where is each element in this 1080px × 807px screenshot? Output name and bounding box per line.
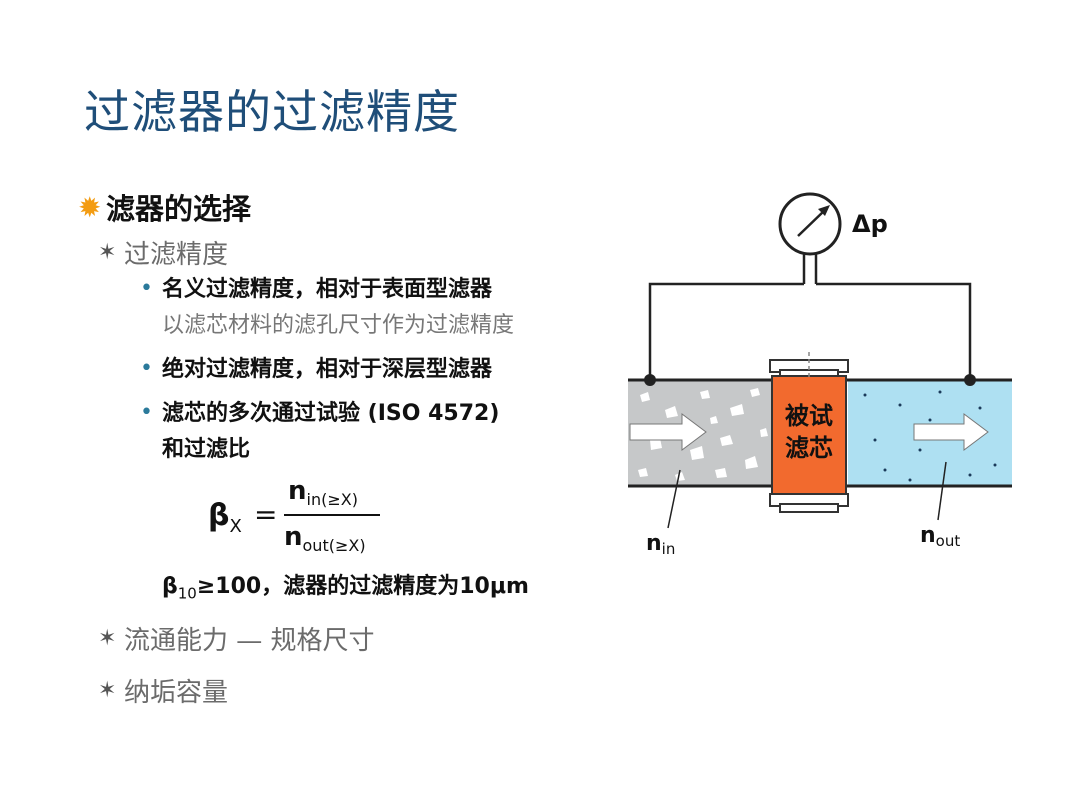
star-icon: ✶ bbox=[98, 678, 117, 703]
item-text: 滤芯的多次通过试验 (ISO 4572) bbox=[162, 401, 500, 426]
list-item-nominal: • 名义过滤精度，相对于表面型滤器 以滤芯材料的滤孔尺寸作为过滤精度 bbox=[140, 272, 514, 344]
dot-icon: • bbox=[140, 276, 153, 301]
bullet-text: 流通能力 — 规格尺寸 bbox=[124, 626, 375, 656]
n-in-label: nin bbox=[646, 531, 675, 558]
bullet-text: 纳垢容量 bbox=[124, 678, 229, 708]
filter-test-diagram: 被试 滤芯 Δp nin nout bbox=[628, 192, 1012, 558]
bullet-filter-selection: ✹ 滤器的选择 bbox=[78, 186, 251, 228]
tap-point-upstream bbox=[644, 374, 656, 386]
item-text: 绝对过滤精度，相对于深层型滤器 bbox=[162, 357, 493, 382]
dot-icon: • bbox=[140, 356, 153, 381]
beta-ratio-formula: βX = nin(≥X) nout(≥X) bbox=[208, 476, 408, 566]
bullet-filtration-accuracy: ✶ 过滤精度 bbox=[98, 234, 228, 271]
bullet-text: 过滤精度 bbox=[124, 240, 229, 270]
flow-arrow-out-icon bbox=[913, 413, 989, 451]
denominator: nout(≥X) bbox=[284, 522, 366, 556]
beta-symbol: βX bbox=[208, 498, 242, 537]
dot-icon: • bbox=[140, 400, 153, 425]
n-out-leader bbox=[937, 461, 947, 521]
star-icon: ✶ bbox=[98, 626, 117, 651]
n-in-leader bbox=[667, 469, 681, 529]
filter-cap-bottom-inner bbox=[779, 503, 839, 513]
gauge-needle-tip bbox=[818, 205, 830, 216]
pressure-line-downstream bbox=[816, 282, 972, 380]
equals-sign: = bbox=[254, 498, 278, 531]
numerator: nin(≥X) bbox=[288, 476, 358, 510]
pressure-line-upstream bbox=[648, 282, 804, 380]
gauge-needle bbox=[797, 209, 826, 237]
tap-point-downstream bbox=[964, 374, 976, 386]
list-item-absolute: • 绝对过滤精度，相对于深层型滤器 bbox=[140, 352, 492, 388]
filter-label-1: 被试 bbox=[785, 402, 833, 430]
bullet-text: 滤器的选择 bbox=[106, 192, 252, 226]
item-subtext: 以滤芯材料的滤孔尺寸作为过滤精度 bbox=[162, 313, 515, 338]
beta-result: β10≥100，滤器的过滤精度为10μm bbox=[162, 574, 529, 603]
bullet-dirt-capacity: ✶ 纳垢容量 bbox=[98, 672, 228, 709]
filter-element bbox=[771, 375, 847, 497]
star-icon: ✶ bbox=[98, 240, 117, 265]
contaminant-particles bbox=[638, 388, 768, 481]
fraction-line bbox=[284, 514, 380, 516]
page-title: 过滤器的过滤精度 bbox=[84, 85, 460, 139]
dp-label: Δp bbox=[852, 210, 888, 238]
orange-star-icon: ✹ bbox=[78, 190, 102, 224]
n-out-label: nout bbox=[920, 523, 960, 550]
item-text: 名义过滤精度，相对于表面型滤器 bbox=[162, 277, 493, 302]
list-item-multipass: • 滤芯的多次通过试验 (ISO 4572) 和过滤比 bbox=[140, 396, 499, 468]
item-subtext: 和过滤比 bbox=[162, 437, 251, 462]
bullet-flow-capacity: ✶ 流通能力 — 规格尺寸 bbox=[98, 620, 375, 657]
filter-label-2: 滤芯 bbox=[785, 434, 833, 462]
flow-arrow-in-icon bbox=[629, 413, 707, 451]
